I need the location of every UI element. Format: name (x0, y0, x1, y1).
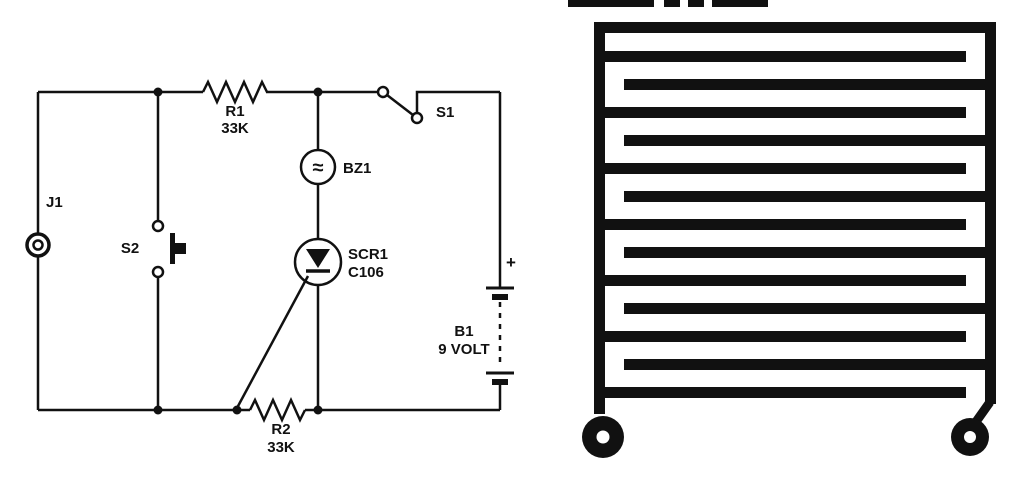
r1-zigzag (201, 78, 269, 106)
s2-contact (151, 219, 165, 233)
scr1-label: SCR1 (348, 246, 388, 263)
sensor-top-bar (594, 22, 996, 33)
wires (36, 90, 502, 412)
cropped-caption-fragment (712, 0, 768, 7)
junction-dot (313, 405, 323, 415)
jack-j1: J1 (25, 194, 63, 258)
cropped-caption (568, 0, 768, 7)
sensor-finger (594, 331, 966, 342)
sensor-finger (624, 79, 996, 90)
switch-s2: S2 (121, 219, 186, 279)
sensor-finger (594, 163, 966, 174)
cropped-caption-fragment (688, 0, 704, 7)
bz1-symbol: ≈ (313, 157, 324, 179)
s1-arm (386, 94, 414, 116)
bz1-circle (299, 148, 337, 186)
circuit-schematic: J1 S2 R1 33K ≈ BZ1 SCR1 (25, 78, 516, 456)
sensor-right-rail (985, 22, 996, 404)
wire (415, 90, 500, 112)
r1-value: 33K (221, 120, 249, 137)
cropped-caption-fragment (664, 0, 680, 7)
junction-dots (153, 87, 323, 415)
resistor-r2: R2 33K (248, 396, 307, 456)
r2-value: 33K (267, 439, 295, 456)
s2-plunger-bar (170, 233, 175, 264)
buzzer-bz1: ≈ BZ1 (299, 148, 371, 186)
sensor-finger (624, 359, 996, 370)
terminal-pad-right-hole (964, 431, 976, 443)
resistor-r1: R1 33K (201, 78, 269, 137)
r2-label: R2 (271, 421, 290, 438)
sensor-finger (594, 387, 966, 398)
s1-contact (376, 85, 390, 99)
sensor-finger (594, 51, 966, 62)
b1-value: 9 VOLT (438, 341, 489, 358)
cropped-caption-fragment (568, 0, 654, 7)
terminal-pads (582, 399, 994, 458)
s1-contact (410, 111, 424, 125)
sensor-finger (624, 135, 996, 146)
jack-outer-ring (25, 232, 51, 258)
sensor-traces (594, 22, 996, 414)
switch-s1: S1 (376, 85, 454, 125)
s2-contact (151, 265, 165, 279)
scr1-gate-lead (235, 275, 310, 409)
scr1-triangle (306, 249, 330, 268)
sensor-finger (594, 275, 966, 286)
sensor-finger (624, 247, 996, 258)
sensor-finger (624, 191, 996, 202)
junction-dot (153, 87, 163, 97)
scr1-part: C106 (348, 264, 384, 281)
r1-label: R1 (225, 103, 244, 120)
s1-label: S1 (436, 104, 454, 121)
sensor-grid-pattern (568, 0, 996, 458)
junction-dot (153, 405, 163, 415)
jack-inner-ring (32, 239, 44, 251)
terminal-pad-left-hole (596, 430, 610, 444)
j1-label: J1 (46, 194, 63, 211)
junction-dot (232, 405, 242, 415)
s2-label: S2 (121, 240, 139, 257)
scr1-circle (293, 237, 343, 287)
junction-dot (313, 87, 323, 97)
r2-zigzag (248, 396, 307, 424)
sensor-left-rail (594, 22, 605, 414)
bz1-label: BZ1 (343, 160, 371, 177)
sensor-finger (594, 107, 966, 118)
battery-b1: + B1 9 VOLT (438, 253, 516, 385)
sensor-finger (594, 219, 966, 230)
scr1-symbol: SCR1 C106 (235, 237, 388, 409)
s2-button-cap (175, 243, 186, 254)
sensor-finger (624, 303, 996, 314)
b1-label: B1 (454, 323, 473, 340)
b1-plus: + (506, 253, 516, 272)
